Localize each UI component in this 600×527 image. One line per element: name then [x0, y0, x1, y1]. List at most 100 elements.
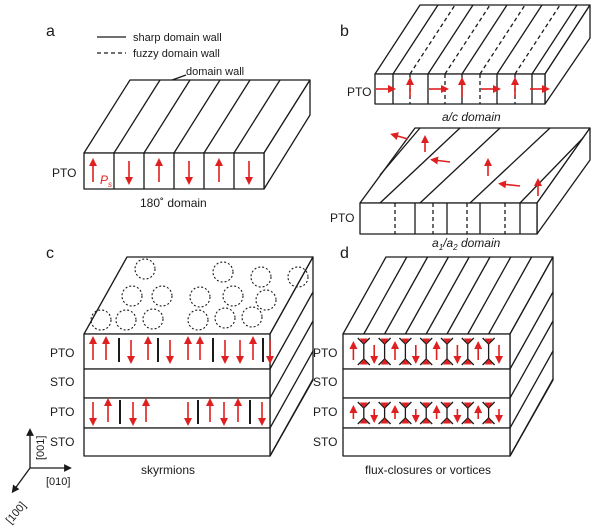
d-layer-4: STO	[313, 435, 337, 449]
a1a2-top-wall	[419, 127, 501, 204]
vortex-tip	[463, 359, 472, 365]
c-layer-edge	[269, 291, 314, 370]
vortex-tip	[359, 338, 368, 344]
vortex-wall	[419, 337, 427, 366]
ps-label: Ps	[100, 173, 112, 189]
vortex-tip	[422, 402, 431, 408]
vortex-wall	[482, 337, 490, 366]
vortex-wall	[488, 337, 496, 345]
panel-a-layer-label: PTO	[52, 166, 76, 180]
skyrmion-circle	[255, 289, 277, 311]
vortex-wall	[440, 401, 448, 425]
c-layer-3: PTO	[50, 405, 74, 419]
vortex-wall	[378, 401, 386, 425]
c-layer-1: PTO	[50, 346, 74, 360]
vortex-wall	[446, 337, 454, 345]
d-top-wall	[488, 256, 533, 335]
legend: sharp domain wall fuzzy domain wall	[97, 32, 222, 60]
a1a2-top-wall	[469, 127, 551, 204]
vortex-tip	[422, 418, 431, 424]
vortex-wall	[425, 417, 433, 425]
vortex-tip	[380, 359, 389, 365]
vortex-tip	[359, 402, 368, 408]
vortex-wall	[384, 337, 392, 345]
vortex-wall	[384, 358, 392, 366]
skyrmion-circle	[115, 309, 137, 331]
vortex-wall	[488, 358, 496, 366]
panel-a-caption: 180˚ domain	[140, 196, 207, 210]
axis-100-arrow	[11, 467, 31, 494]
skyrmion-circle	[189, 286, 211, 308]
vortex-wall	[467, 401, 475, 409]
vortex-wall	[357, 401, 365, 425]
legend-fuzzy-label: fuzzy domain wall	[133, 48, 220, 60]
vortex-wall	[363, 401, 371, 409]
vortex-tip	[401, 402, 410, 408]
vortex-wall	[419, 401, 427, 425]
skyrmion-circle	[287, 266, 309, 288]
axis-010-label: [010]	[46, 476, 70, 488]
d-layer-edge	[509, 350, 554, 429]
d-layer-slab	[342, 368, 511, 399]
skyrmion-circle	[250, 266, 272, 288]
panel-d-caption: flux-closures or vortices	[365, 463, 491, 477]
panel-c-arrows	[89, 336, 274, 426]
ac-top-wall	[496, 4, 543, 75]
top-wall	[233, 79, 281, 154]
a1a2-arrow-left	[390, 132, 409, 140]
a1a2-arrow-left	[498, 180, 521, 189]
c-layer-slab	[83, 333, 271, 370]
vortex-tip	[380, 338, 389, 344]
panel-c-layers	[83, 291, 314, 457]
skyrmion-circle	[151, 285, 173, 307]
a1a2-layer-label: PTO	[330, 211, 354, 225]
panel-c-skyrmion-circles	[90, 258, 309, 331]
skyrmion-circle	[212, 261, 234, 283]
d-top-wall	[446, 256, 491, 335]
panel-b-letter: b	[340, 23, 349, 40]
vortex-wall	[467, 417, 475, 425]
vortex-wall	[440, 337, 448, 366]
vortex-tip	[443, 418, 451, 424]
skyrmion-circle	[90, 309, 112, 331]
skyrmion-circle	[134, 258, 156, 280]
vortex-wall	[446, 401, 454, 409]
vortex-wall	[398, 337, 407, 366]
vortex-wall	[357, 337, 365, 366]
d-layer-1: PTO	[313, 346, 337, 360]
vortex-wall	[363, 358, 371, 366]
vortex-tip	[401, 418, 410, 424]
vortex-tip	[401, 338, 410, 344]
a1a2-caption: a1/a2 domain	[432, 236, 501, 252]
top-wall	[113, 79, 161, 154]
skyrmion-circle	[142, 308, 164, 330]
panel-c-letter: c	[46, 245, 54, 262]
d-layer-edge	[509, 291, 554, 370]
ac-arrows	[376, 77, 550, 97]
vortex-wall	[467, 358, 475, 366]
skyrmion-circle	[222, 285, 244, 307]
vortex-wall	[378, 337, 386, 366]
c-layer-slab	[83, 397, 271, 429]
panel-a-walls	[113, 79, 281, 189]
panel-d-vortices	[349, 337, 503, 425]
d-top-wall	[363, 256, 408, 335]
vortex-tip	[422, 359, 431, 365]
ac-front-face	[374, 73, 546, 105]
vortex-wall	[446, 417, 454, 425]
skyrmion-circle	[241, 306, 263, 328]
vortex-wall	[384, 417, 392, 425]
skyrmion-circle	[214, 307, 236, 329]
vortex-tip	[463, 338, 472, 344]
panel-b: b PTO a/c domain PTO a1/a2 domain	[330, 4, 591, 252]
c-layer-4: STO	[50, 435, 74, 449]
vortex-wall	[404, 417, 412, 425]
skyrmion-circle	[121, 285, 143, 307]
ac-layer-label: PTO	[347, 85, 371, 99]
ac-top-wall	[531, 4, 578, 75]
vortex-tip	[422, 338, 431, 344]
panel-a-letter: a	[46, 23, 55, 40]
vortex-tip	[401, 359, 410, 365]
